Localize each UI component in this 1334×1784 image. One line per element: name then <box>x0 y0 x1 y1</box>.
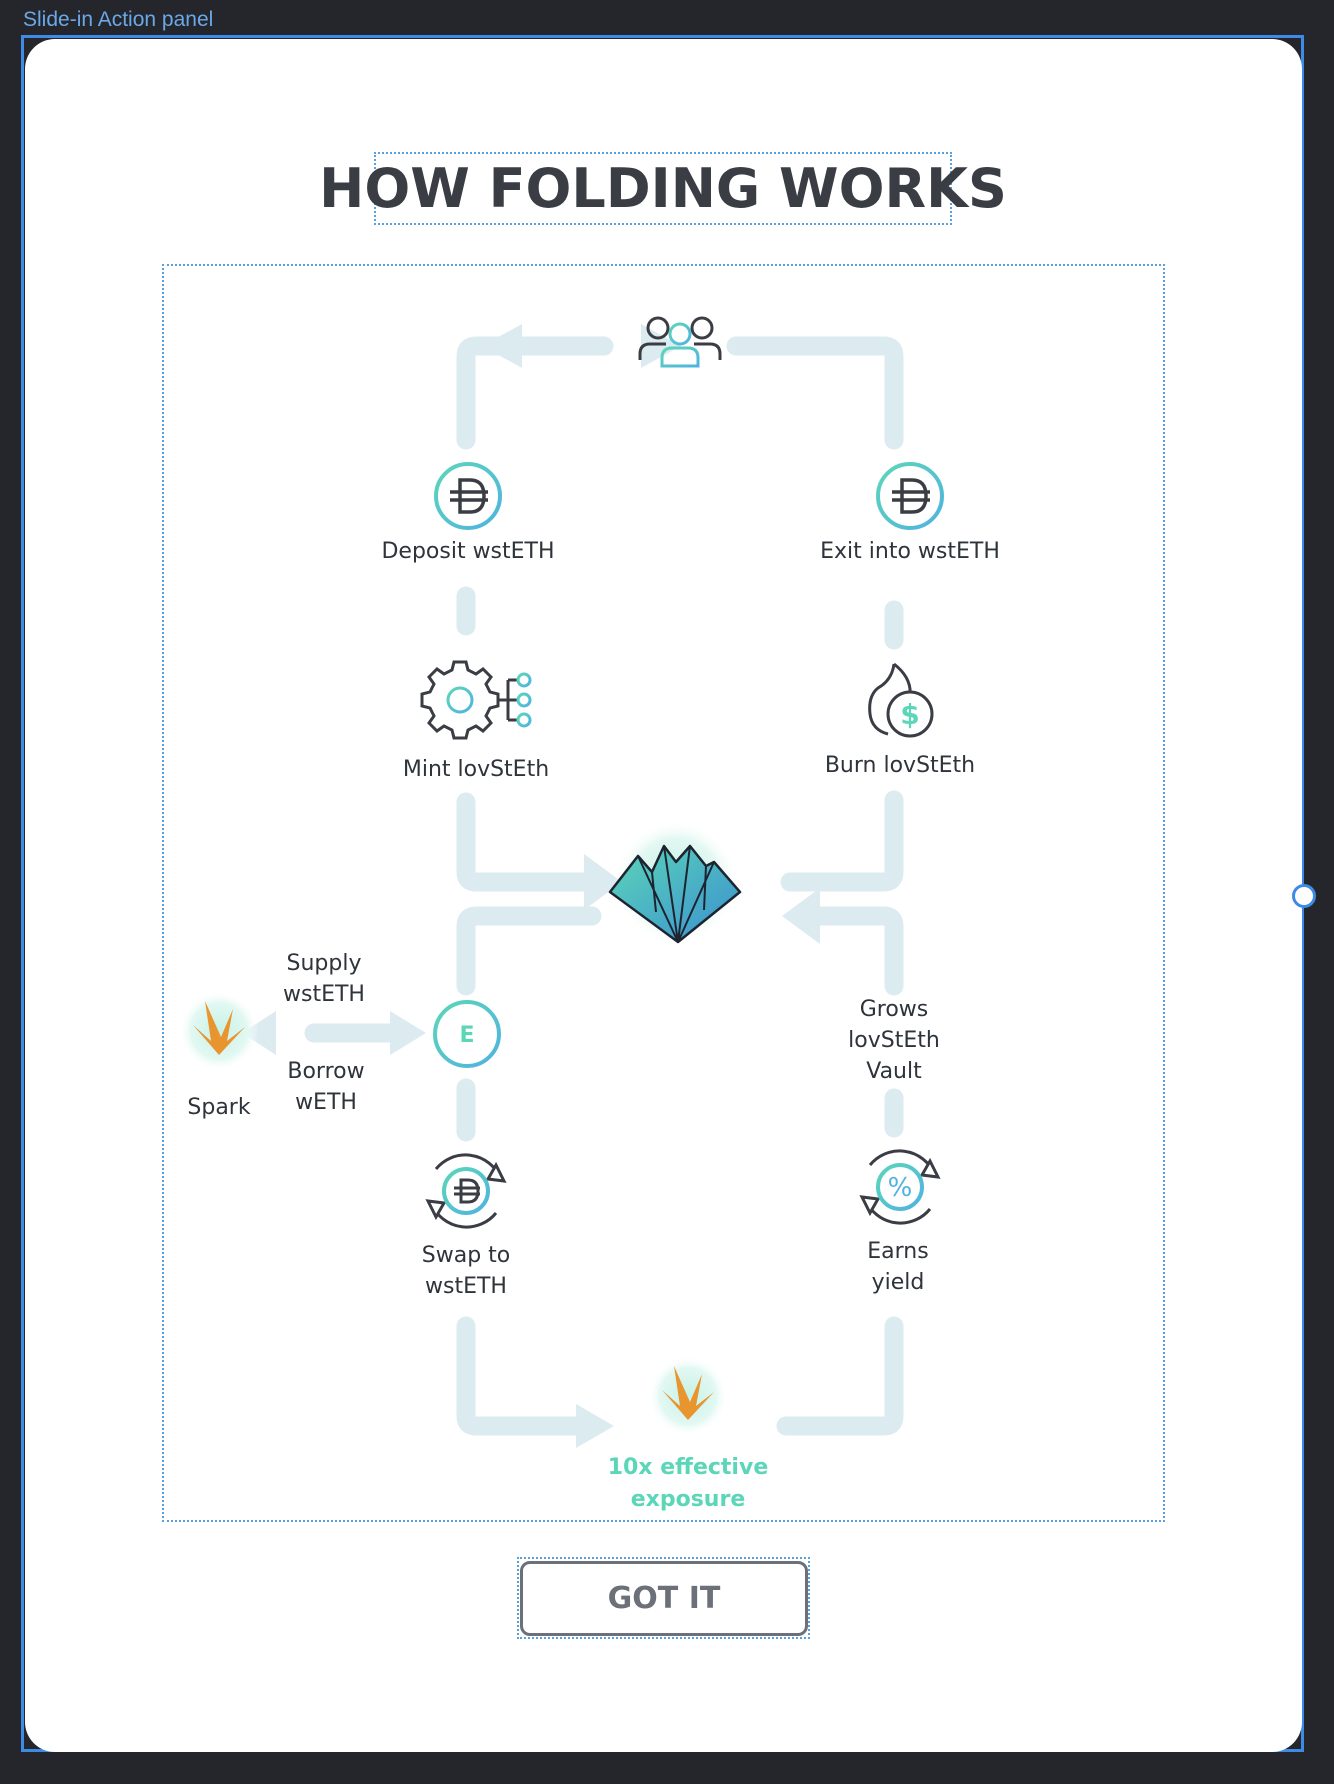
grows-label-line3: Vault <box>866 1059 922 1084</box>
borrow-label-line2: wETH <box>295 1090 357 1115</box>
grows-label-line1: Grows <box>859 997 929 1022</box>
spark-logo-bottom <box>648 1356 728 1436</box>
title-container: HOW FOLDING WORKS <box>319 152 1007 225</box>
grows-label: Grows lovStEth Vault <box>824 994 964 1087</box>
supply-label-line1: Supply <box>286 951 362 976</box>
exposure-label-line1: 10x effective <box>607 1455 769 1480</box>
wsteth-coin-icon-exit <box>876 462 944 530</box>
weth-coin-icon: E <box>433 1000 501 1068</box>
folding-diagram: $ E <box>162 264 1165 1522</box>
got-it-button[interactable]: GOT IT <box>520 1561 808 1636</box>
borrow-label: Borrow wETH <box>256 1056 396 1118</box>
flow-lines <box>304 336 904 1436</box>
frame-label: Slide-in Action panel <box>23 8 214 31</box>
got-it-button-frame <box>517 1557 810 1639</box>
spark-label: Spark <box>187 1095 251 1120</box>
mint-label: Mint lovStEth <box>402 757 550 782</box>
exposure-label: 10x effective exposure <box>578 1452 798 1516</box>
supply-label: Supply wstETH <box>254 948 394 1010</box>
users-icon <box>638 316 722 368</box>
svg-text:$: $ <box>900 698 919 731</box>
swap-cycle-icon <box>425 1153 507 1229</box>
flow-arrowheads <box>242 324 820 1448</box>
svg-text:%: % <box>888 1173 913 1203</box>
earns-label: Earns yield <box>828 1236 968 1298</box>
swap-label: Swap to wstETH <box>396 1240 536 1302</box>
resize-handle[interactable] <box>1292 884 1316 908</box>
panel-title: HOW FOLDING WORKS <box>319 157 1007 220</box>
spark-logo-left <box>179 991 259 1071</box>
fire-dollar-icon: $ <box>868 662 934 738</box>
grows-label-line2: lovStEth <box>848 1028 940 1053</box>
exposure-label-line2: exposure <box>630 1487 746 1512</box>
flow-diagram-graphics: $ E <box>179 316 944 1448</box>
earns-label-line2: yield <box>871 1270 925 1295</box>
earns-label-line1: Earns <box>867 1239 929 1264</box>
gear-network-icon <box>420 660 532 740</box>
wsteth-coin-icon-deposit <box>434 462 502 530</box>
supply-label-line2: wstETH <box>283 982 365 1007</box>
swap-label-line1: Swap to <box>421 1243 511 1268</box>
deposit-label: Deposit wstETH <box>381 539 555 564</box>
svg-text:E: E <box>459 1023 474 1048</box>
exit-label: Exit into wstETH <box>820 539 1000 564</box>
burn-label: Burn lovStEth <box>824 753 976 778</box>
percent-cycle-icon: % <box>859 1149 941 1225</box>
borrow-label-line1: Borrow <box>287 1059 365 1084</box>
origami-mountain-logo <box>608 820 742 944</box>
swap-label-line2: wstETH <box>425 1274 507 1299</box>
